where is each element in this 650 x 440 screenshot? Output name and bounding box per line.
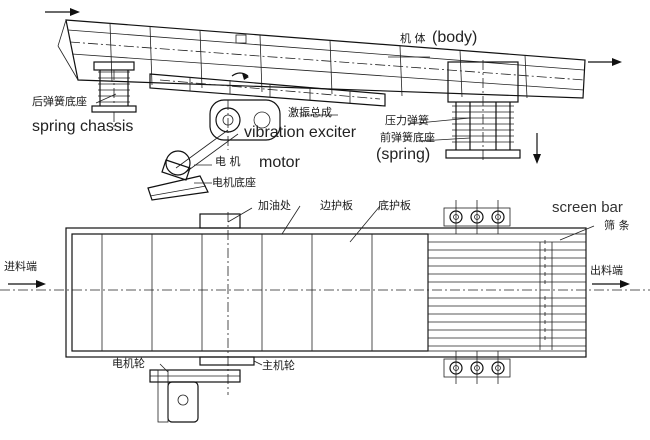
motor-base-label: 电机底座	[212, 175, 256, 189]
spring-icon	[98, 70, 130, 106]
rotation-arrow-icon	[231, 72, 249, 80]
motor-assembly	[147, 129, 239, 201]
main-pulley-label: 主机轮	[262, 358, 295, 372]
front-spring-base-label: 前弹簧底座	[380, 130, 435, 144]
spring-label-en: (spring)	[376, 146, 430, 163]
bolt-row-bottom	[443, 351, 511, 384]
machine-body	[57, 19, 586, 99]
motor-pulley-label: 电机轮	[112, 356, 145, 370]
exciter-label-cn: 激振总成	[288, 105, 332, 119]
front-spring-assembly	[445, 60, 521, 160]
body-label-en: (body)	[432, 29, 477, 46]
flow-arrow-icon	[592, 280, 630, 288]
main-pulley-block	[199, 356, 255, 366]
flow-arrow-icon	[588, 58, 622, 66]
rear-spring-assembly	[91, 61, 137, 128]
top-view: 加油处 边护板 底护板 screen bar 筛 条 进料端 出料端 电机轮 主…	[0, 198, 650, 423]
motor-label-cn: 电 机	[215, 154, 241, 168]
spring-icon	[452, 60, 514, 160]
flow-arrow-icon	[8, 280, 46, 288]
motor-label-en: motor	[259, 154, 301, 171]
screen-bars	[427, 233, 587, 352]
compression-spring-label: 压力弹簧	[385, 113, 429, 127]
flow-arrow-icon	[533, 133, 541, 164]
spring-chassis-label: spring chassis	[32, 118, 133, 135]
screen-bar-label-en: screen bar	[552, 199, 623, 216]
vibration-exciter	[209, 99, 281, 150]
flow-arrow-icon	[45, 8, 80, 16]
pulley-icon	[149, 369, 241, 423]
body-label-cn: 机 体	[400, 31, 426, 45]
lower-girder	[149, 73, 386, 107]
bolt-row-top	[443, 200, 511, 234]
side-view: 机 体 (body) 后弹簧底座 spring chassis 激振总成 vib…	[32, 8, 622, 201]
screen-bar-label-cn: 筛 条	[604, 218, 630, 232]
oil-point-label: 加油处	[258, 198, 291, 212]
feed-end-label: 进料端	[4, 259, 37, 273]
side-guard-label: 边护板	[320, 198, 353, 212]
exciter-label-en: vibration exciter	[244, 124, 357, 141]
oil-filling-point	[199, 213, 241, 229]
bottom-guard-label: 底护板	[378, 198, 411, 212]
rear-spring-base-label: 后弹簧底座	[32, 94, 87, 108]
discharge-end-label: 出料端	[590, 263, 623, 277]
